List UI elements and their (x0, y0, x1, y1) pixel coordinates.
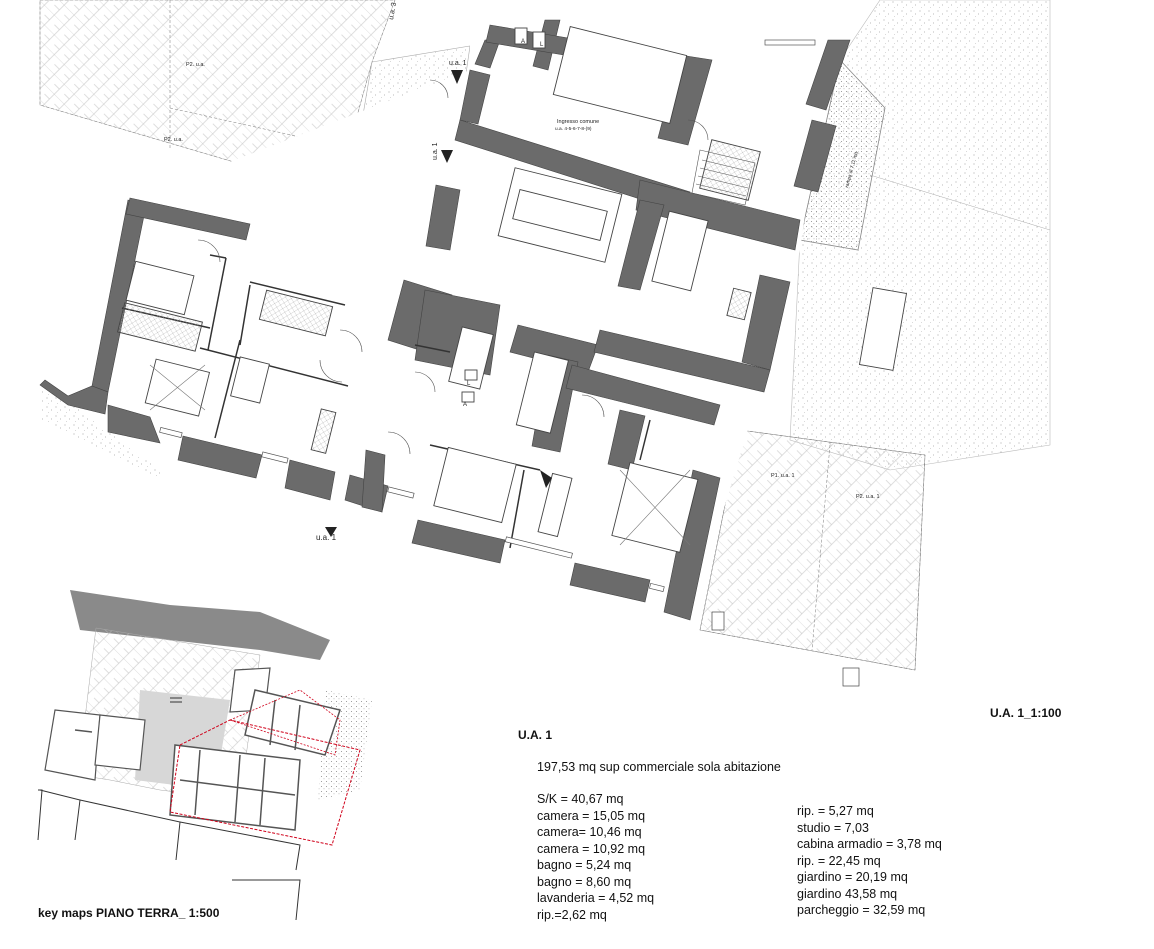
plan-label-ua3: u.a. 3 (388, 2, 398, 21)
room-entry: camera= 10,46 mq (537, 825, 642, 839)
room-entry: parcheggio = 32,59 mq (797, 903, 926, 917)
room-entry: camera = 10,92 mq (537, 841, 646, 856)
plan-label-p2ua-b: P2. u.a. (164, 137, 183, 143)
plan-label-p1-ua1: P1. u.a. 1 (771, 473, 795, 479)
section-arrow-icon (325, 70, 552, 537)
room-entry: bagno = 5,24 mq (537, 858, 632, 872)
plan-label-ingresso: Ingresso comune (557, 119, 599, 125)
room-entry: S/K = 40,67 mq (537, 792, 624, 806)
fixture-label-a2: A (521, 39, 525, 45)
plan-label-p2ua-a: P2. u.a. (186, 62, 205, 68)
sheet-title: U.A. 1_1:100 (990, 706, 1062, 720)
commercial-area-summary: 197,53 mq sup commerciale sola abitazion… (537, 760, 781, 774)
room-entry: rip.=2,62 mq (537, 907, 607, 922)
room-entry: bagno = 8,60 mq (537, 874, 632, 889)
fixture-label-l1: L (467, 381, 471, 387)
plan-label-ua1-bottom: u.a. 1 (316, 533, 337, 542)
room-entry: rip. = 5,27 mq (797, 804, 874, 818)
key-map (37, 585, 372, 921)
parking-area-bottom-right (699, 429, 926, 687)
room-entry: studio = 7,03 (797, 820, 869, 835)
room-entry: camera = 15,05 mq (537, 808, 646, 823)
room-entry: giardino 43,58 mq (797, 886, 898, 901)
room-list-right: rip. = 5,27 mq studio = 7,03 cabina arma… (797, 803, 942, 919)
fixture-label-a1: A (463, 402, 467, 408)
fixture-label-l2: L (540, 42, 544, 48)
room-entry: lavanderia = 4,52 mq (537, 891, 655, 905)
room-entry: cabina armadio = 3,78 mq (797, 837, 942, 851)
keymap-caption: key maps PIANO TERRA_ 1:500 (38, 906, 220, 920)
plan-label-ingresso-sub: u.a. 4-5-6-7-8-(9) (555, 126, 592, 132)
stipple-strip-left (40, 385, 160, 480)
building-floor-plan (39, 19, 851, 621)
plan-label-ua1-top: u.a. 1 (449, 60, 467, 67)
garden-right (789, 0, 1051, 471)
room-entry: giardino = 20,19 mq (797, 870, 908, 884)
room-entry: rip. = 22,45 mq (797, 853, 881, 868)
unit-heading: U.A. 1 (518, 728, 553, 742)
plan-label-ua1-side: u.a. 1 (432, 142, 439, 160)
room-list-left: S/K = 40,67 mq camera = 15,05 mq camera=… (537, 791, 654, 923)
plan-label-p2-ua1: P2. u.a. 1 (856, 494, 880, 500)
